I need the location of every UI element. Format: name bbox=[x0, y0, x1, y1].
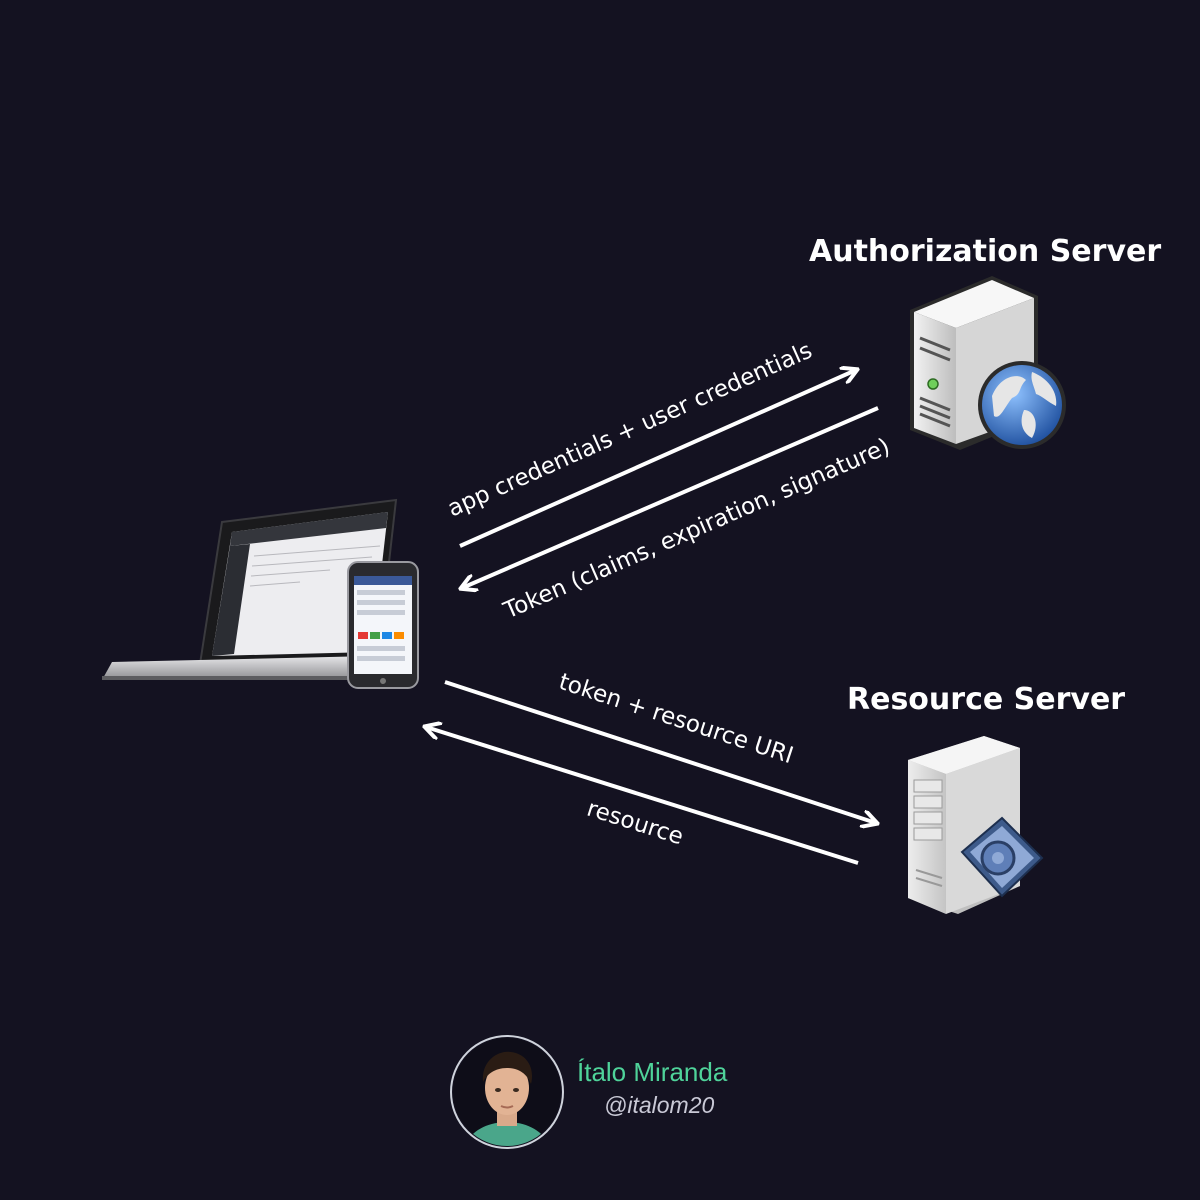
arrow-auth-to-app bbox=[462, 406, 879, 588]
resource-server-title: Resource Server bbox=[847, 682, 1126, 717]
authorization-server-icon bbox=[910, 276, 1066, 450]
arrow-app-to-resource bbox=[444, 680, 876, 823]
arrow-resource-to-app bbox=[426, 727, 859, 865]
authorization-server-title: Authorization Server bbox=[809, 234, 1162, 269]
author-handle: @italom20 bbox=[604, 1092, 715, 1118]
author-name: Ítalo Miranda bbox=[577, 1057, 728, 1087]
arrow-app-to-auth bbox=[459, 370, 856, 548]
author-avatar bbox=[450, 1035, 564, 1149]
resource-server-icon bbox=[908, 736, 1044, 914]
